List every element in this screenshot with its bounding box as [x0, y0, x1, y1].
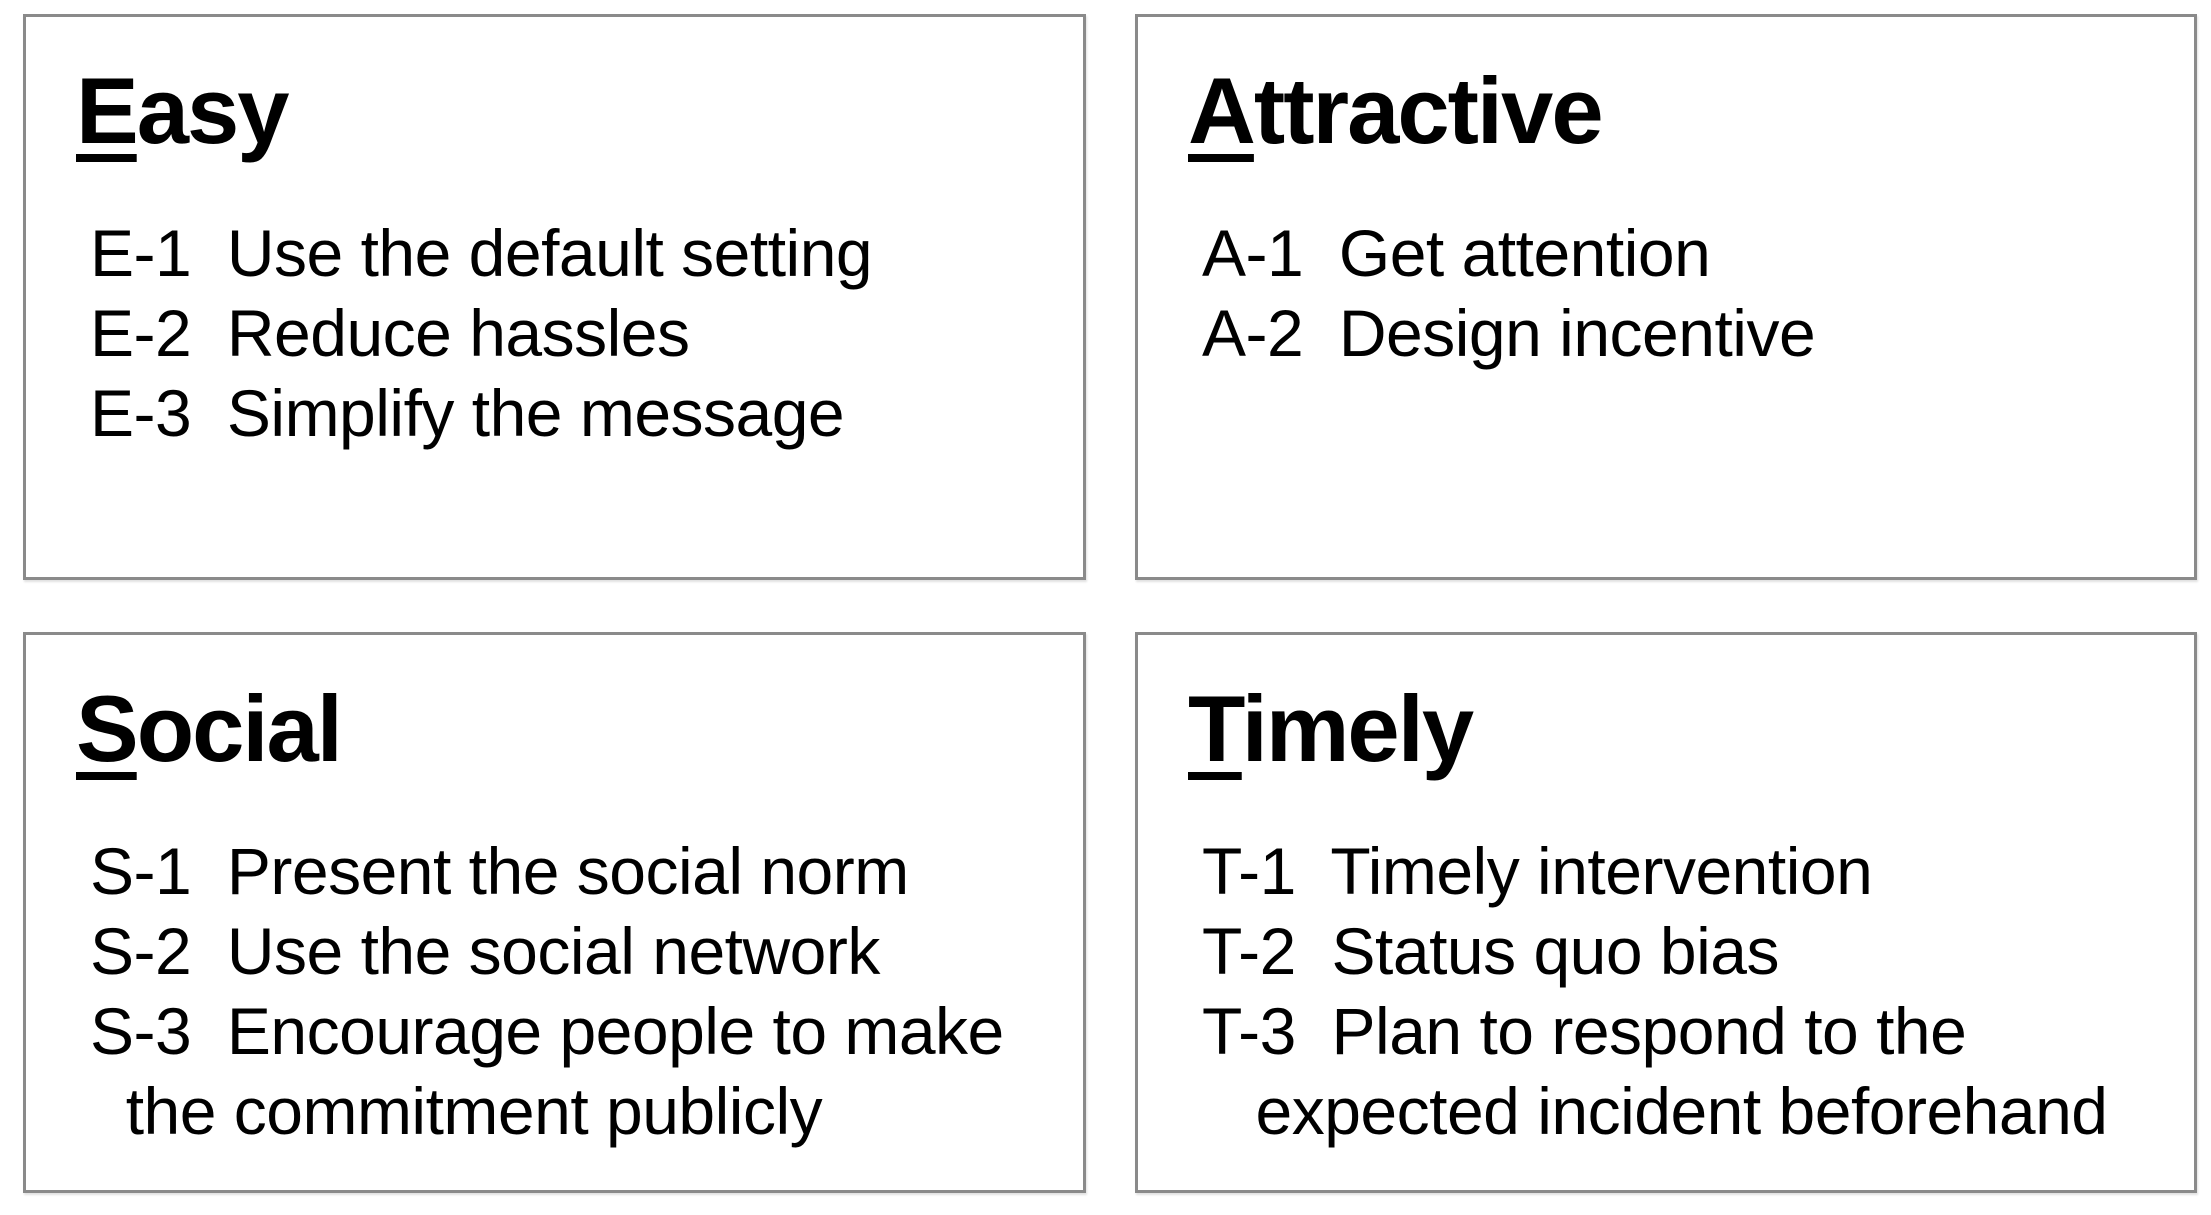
card-easy-title-rest: asy — [136, 58, 290, 163]
card-easy-title-initial: E — [76, 58, 139, 163]
list-item: T-3 Plan to respond to the expected inci… — [1202, 994, 2108, 1149]
list-item: T-2 Status quo bias — [1202, 914, 1780, 989]
list-item: S-2 Use the social network — [90, 914, 880, 989]
card-social-title: Social — [76, 676, 1083, 781]
list-item: E-3 Simplify the message — [90, 376, 845, 451]
card-timely-title-rest: imely — [1241, 676, 1474, 781]
list-item: T-1 Timely intervention — [1202, 834, 1873, 909]
list-item: E-1 Use the default setting — [90, 216, 873, 291]
card-social-title-initial: S — [76, 676, 139, 781]
card-timely-title: Timely — [1188, 676, 2194, 781]
card-attractive-title-rest: ttractive — [1253, 58, 1604, 163]
list-item: E-2 Reduce hassles — [90, 296, 690, 371]
card-easy-title: Easy — [76, 58, 1083, 163]
list-item: A-1 Get attention — [1202, 216, 1711, 291]
card-social-title-rest: ocial — [136, 676, 343, 781]
card-attractive-title: Attractive — [1188, 58, 2194, 163]
card-attractive-title-initial: A — [1188, 58, 1256, 163]
card-timely-title-initial: T — [1188, 676, 1244, 781]
list-item: S-1 Present the social norm — [90, 834, 909, 909]
list-item: A-2 Design incentive — [1202, 296, 1816, 371]
list-item: S-3 Encourage people to make the commitm… — [90, 994, 1004, 1149]
